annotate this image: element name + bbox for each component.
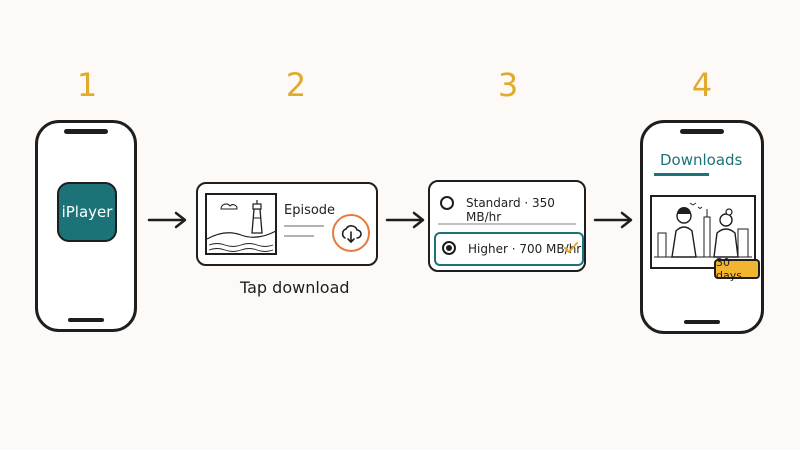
standard-option-label[interactable]: Standard · 350 MB/hr [466,196,555,224]
arrow-right-icon [593,211,633,229]
expiry-badge: 30 days [714,256,760,282]
phone-notch [64,129,108,134]
arrow-right-icon [385,211,425,229]
downloads-tab[interactable]: Downloads [660,151,743,169]
options-divider [438,223,576,225]
downloads-tab-underline [654,173,709,176]
tap-download-caption: Tap download [240,278,350,297]
arrow-right-icon [147,211,187,229]
app-icon-label: iPlayer [61,203,113,221]
download-button[interactable] [332,214,370,252]
cloud-download-icon [341,225,362,243]
step-number-2: 2 [285,66,307,104]
step-number-4: 4 [691,66,713,104]
step-number-3: 3 [497,66,519,104]
standard-radio[interactable] [440,196,454,210]
iplayer-app-icon[interactable]: iPlayer [57,182,117,242]
phone-notch [680,129,724,134]
higher-option-label: Higher · 700 MB/hr [468,242,582,256]
episode-title: Episode [284,203,336,218]
text-placeholder-lines [284,225,324,237]
step-number-1: 1 [76,66,98,104]
phone-step-4: Downloads 30 days [640,120,764,334]
downloaded-episode-thumbnail[interactable] [650,195,756,269]
checkmark-icon [564,242,578,253]
quality-options-card: Standard · 350 MB/hr Higher · 700 MB/hr [428,180,586,272]
higher-radio[interactable] [442,241,456,255]
phone-step-1: iPlayer [35,120,137,332]
lighthouse-thumbnail-icon [205,193,277,255]
episode-card: Episode [196,182,378,266]
home-indicator [684,320,720,324]
higher-option[interactable]: Higher · 700 MB/hr [434,232,584,266]
home-indicator [68,318,104,322]
